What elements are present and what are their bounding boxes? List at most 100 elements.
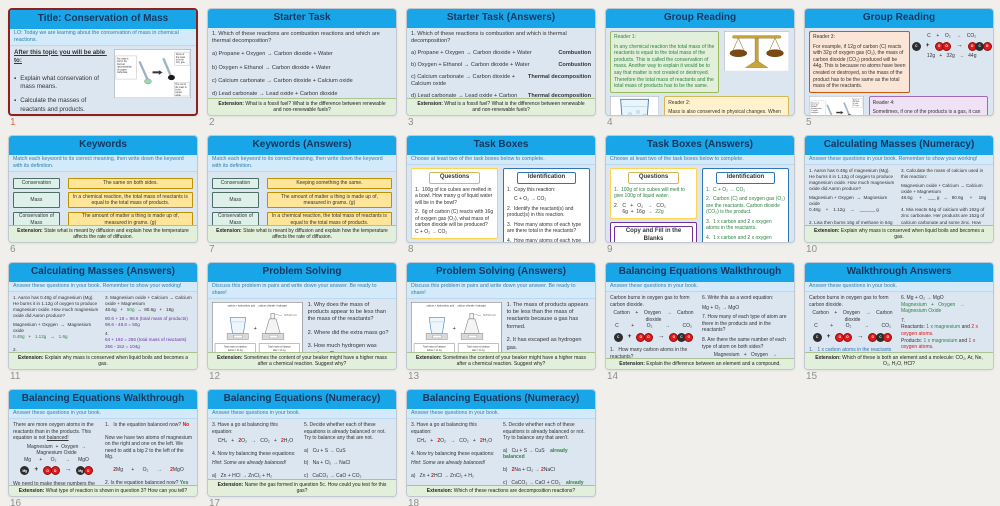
extension-label: Extension: bbox=[216, 354, 244, 361]
slide-extension: Extension: What type of reaction is show… bbox=[9, 484, 197, 496]
extension-label: Extension: bbox=[813, 227, 841, 234]
slide-thumbnail[interactable]: Calculating Masses (Answers)Answer these… bbox=[8, 262, 198, 370]
slide-title: Starter Task bbox=[208, 9, 396, 28]
slide-thumbnail[interactable]: Task Boxes (Answers)Choose at least two … bbox=[605, 135, 795, 243]
slide-instruction-strip: Answer these questions in your book. bbox=[9, 408, 197, 420]
text-line: 2. bbox=[13, 346, 17, 352]
extension-label: Extension: bbox=[415, 354, 443, 361]
text-line: C + O₂ → CO₂ bbox=[507, 196, 547, 203]
question-text: b) Oxygen + Ethanol → Carbon dioxide + W… bbox=[411, 61, 530, 68]
slide-body: There are more oxygen atoms in the react… bbox=[9, 419, 197, 485]
bullet-text: Calculate the masses of reactants and pr… bbox=[20, 97, 87, 113]
slide-body: 1. Aaron has 0.48g of magnesium (Mg). He… bbox=[805, 165, 993, 224]
text-span: Na + Cl₂ → bbox=[514, 467, 541, 474]
text-line: 1. Is the equation balanced now? No bbox=[105, 422, 192, 429]
slide-thumbnail[interactable]: Starter Task (Answers)1. Which of these … bbox=[406, 8, 596, 116]
text-span: balanced! bbox=[46, 435, 69, 442]
slide-thumbnail[interactable]: Problem Solving (Answers)Discuss this pr… bbox=[406, 262, 596, 370]
text-line: 5. Decide whether each of these equation… bbox=[304, 422, 388, 442]
text-line: 1. The mass of products appears to be le… bbox=[506, 301, 590, 330]
text-span: Reactants: bbox=[901, 324, 927, 331]
mg-atom-icon: Mg bbox=[20, 466, 30, 476]
text-span: 2 bbox=[170, 467, 173, 474]
right-column: 1. Why does the mass of products appear … bbox=[308, 302, 391, 352]
c-atom-icon: C bbox=[613, 332, 623, 342]
text-line: 0.48g + 1.12g → 1.6g bbox=[13, 334, 100, 340]
text-span: 2 bbox=[437, 438, 441, 445]
text-line: 2. It has escaped as hydrogen gas. bbox=[506, 337, 584, 351]
keyword-chip: Conservation bbox=[13, 178, 60, 189]
text-span: → 80.6g + 18g bbox=[134, 307, 174, 313]
text-span: . bbox=[932, 331, 934, 338]
slide-title: Keywords (Answers) bbox=[208, 136, 396, 155]
slide-instruction-strip: Answer these questions in your book. Rem… bbox=[9, 281, 197, 293]
text-line: 1. 1 x carbon atoms in the reactants bbox=[809, 347, 892, 352]
equation-line: Carbon + Oxygen → Carbon dioxide bbox=[613, 310, 695, 323]
text-span: 2 bbox=[431, 473, 434, 480]
left-column: 1. Aaron has 0.48g of magnesium (Mg). He… bbox=[809, 168, 896, 224]
text-span: 2 bbox=[511, 467, 515, 474]
figure-scales bbox=[723, 30, 789, 72]
slide-thumbnail[interactable]: Balancing Equations (Numeracy)Answer the… bbox=[207, 389, 397, 497]
right-column bbox=[723, 30, 789, 72]
text-line: a) Cu + S → CuS bbox=[304, 447, 346, 454]
two-columns: calcium + hydrochloric acid → calcium ch… bbox=[411, 302, 591, 352]
slide-number: 4 bbox=[607, 117, 613, 128]
extension-label: Extension: bbox=[17, 354, 45, 361]
text-line: 1. Why does the mass of products appear … bbox=[307, 301, 388, 323]
extension-label: Extension: bbox=[815, 354, 843, 361]
slide-body: Reader 1:In any chemical reaction the to… bbox=[606, 28, 794, 115]
text-line: 3. Calculate the mass of calcium used in… bbox=[901, 168, 985, 180]
definition-chip: Keeping something the same. bbox=[266, 178, 392, 189]
text-line: 8. Are there the same number of each typ… bbox=[702, 337, 788, 350]
slide-thumbnail[interactable]: Calculating Masses (Numeracy)Answer thes… bbox=[804, 135, 994, 243]
svg-text:after = 11.1g: after = 11.1g bbox=[273, 349, 286, 352]
text-span: 0.48g bbox=[13, 334, 25, 340]
slide-instruction-strip: Choose at least two of the task boxes be… bbox=[606, 154, 794, 166]
left-column: Carbon burns in oxygen gas to form carbo… bbox=[610, 295, 697, 358]
slide-thumbnail[interactable]: Keywords (Answers)Match each keyword to … bbox=[207, 135, 397, 243]
slide-body: Carbon burns in oxygen gas to form carbo… bbox=[606, 292, 794, 358]
text-line: 5. Decide whether each of these equation… bbox=[503, 422, 587, 442]
svg-text:before = 11.3g: before = 11.3g bbox=[228, 349, 243, 352]
text-line: b) Oxygen + Ethanol → Carbon dioxide + W… bbox=[212, 64, 331, 71]
o-atom-icon: O bbox=[83, 466, 93, 476]
c-atom-icon: C bbox=[975, 41, 985, 51]
svg-text:hydrogen gas: hydrogen gas bbox=[483, 313, 496, 316]
box-heading: Copy and Fill in the Blanks bbox=[614, 225, 693, 242]
text-span: a) Zn + bbox=[411, 473, 432, 480]
text-span: MgO bbox=[172, 467, 184, 474]
keyword-chip: Conservation of Mass bbox=[212, 211, 259, 225]
text-line: 0.48g + 1.12g → ______ g bbox=[809, 207, 879, 213]
box-heading: Reader 1: bbox=[614, 34, 636, 40]
text-span: 2 bbox=[540, 467, 544, 474]
o-atom-icon: O bbox=[50, 466, 60, 476]
svg-text:+: + bbox=[453, 325, 456, 331]
text-span: H₂O bbox=[283, 438, 294, 445]
text-span: H₂O bbox=[482, 438, 493, 445]
slide-title: Walkthrough Answers bbox=[805, 263, 993, 282]
slide-extension: Extension: Sometimes the content of your… bbox=[208, 351, 396, 369]
figure-beaker bbox=[610, 96, 660, 115]
extension-label: Extension: bbox=[217, 481, 245, 488]
slide-thumbnail[interactable]: Balancing Equations (Numeracy)Answer the… bbox=[406, 389, 596, 497]
text-line: 2. Is the equation balanced now? Yes bbox=[105, 480, 192, 485]
